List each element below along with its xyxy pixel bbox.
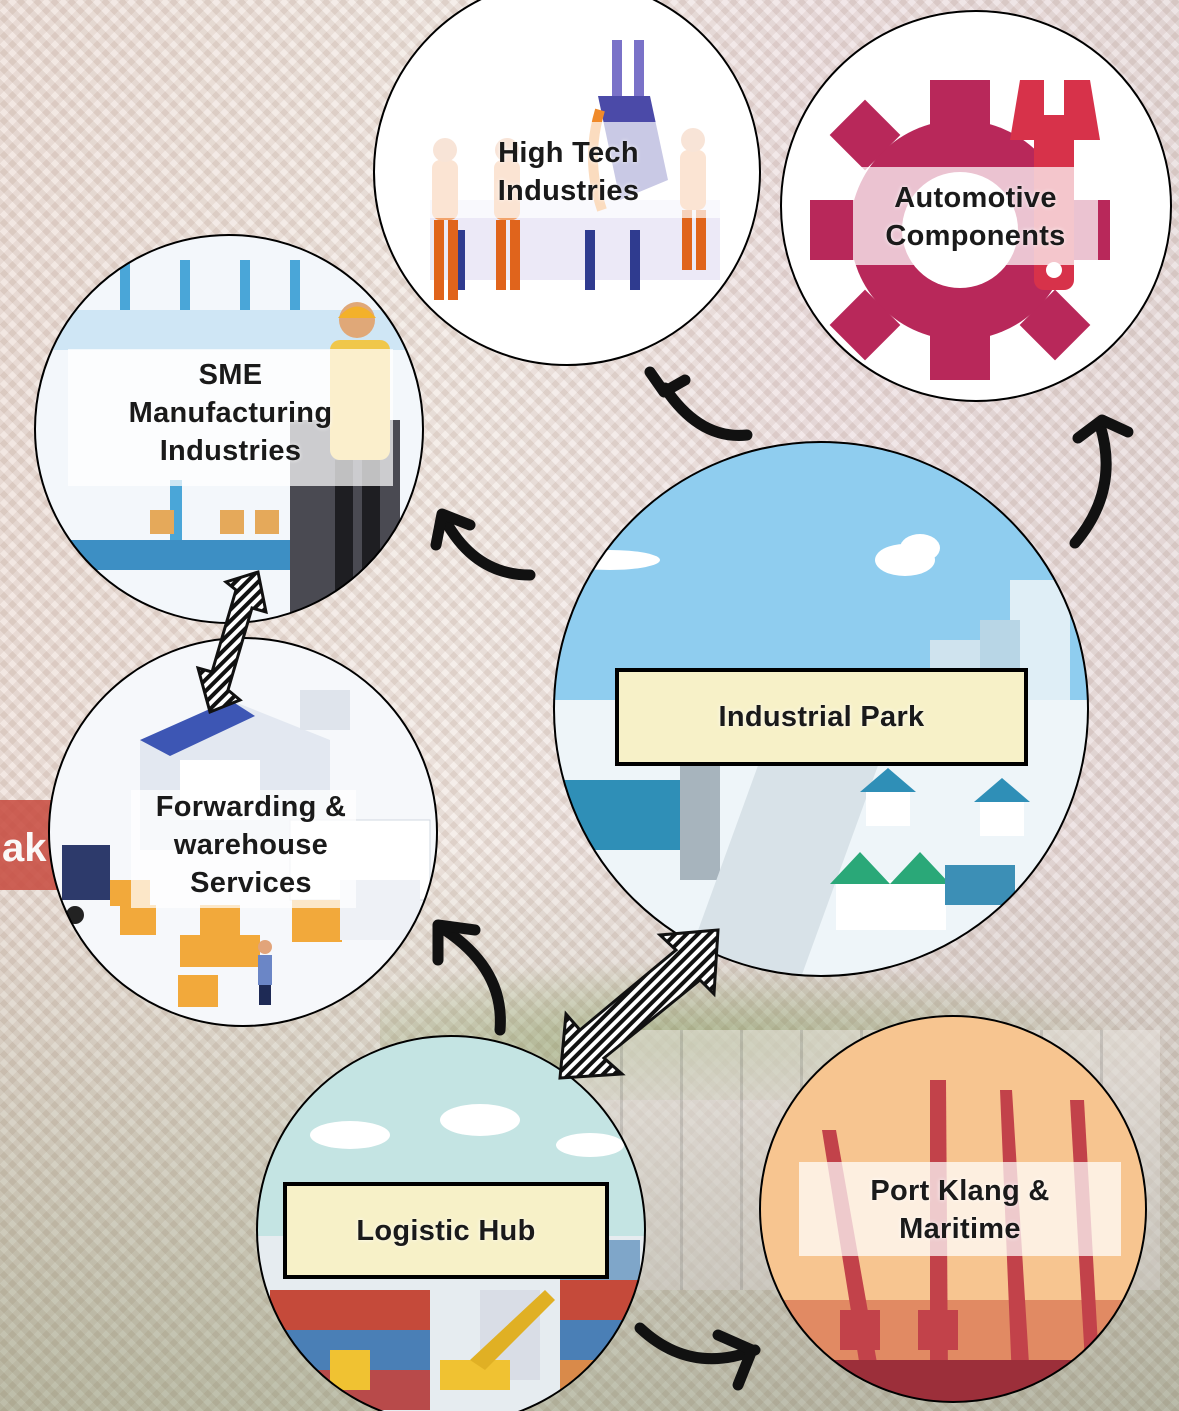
double-arrow-industrial-logistic <box>558 928 720 1080</box>
automotive-node <box>780 10 1172 402</box>
automotive-label: Automotive Components <box>885 182 1066 252</box>
arrow-to-sme <box>439 514 536 581</box>
arrowhead <box>1072 414 1134 444</box>
arrow-to-port <box>634 1322 761 1365</box>
port-klang-node <box>759 1015 1147 1403</box>
sme-node <box>34 234 424 624</box>
forklift-icon <box>330 1290 555 1390</box>
forwarding-node <box>48 637 438 1027</box>
arrowhead <box>644 366 691 398</box>
port-klang-label: Port Klang & Maritime <box>870 1175 1050 1245</box>
arrowhead <box>430 508 476 551</box>
forwarding-label: Forwarding & warehouse Services <box>155 791 347 899</box>
high-tech-label: High Tech Industries <box>497 137 640 207</box>
arrowhead <box>712 1329 758 1391</box>
double-arrow-sme-forwarding <box>195 570 268 715</box>
industrial-park-label: Industrial Park <box>718 701 925 733</box>
cloud-icon <box>310 1104 624 1157</box>
worker-icon <box>258 940 272 1005</box>
high-tech-node <box>373 0 761 366</box>
box-icon <box>120 905 260 1007</box>
house-icon <box>830 852 1015 930</box>
arrow-to-automotive <box>1069 419 1112 549</box>
house-icon <box>860 768 1030 836</box>
arrowhead <box>432 919 481 966</box>
logistic-hub-label: Logistic Hub <box>356 1215 536 1247</box>
sme-label: SME Manufacturing Industries <box>128 359 333 467</box>
arrow-to-forwarding <box>439 924 506 1036</box>
arrow-to-high-tech <box>659 382 753 441</box>
background-sign-text: ak <box>2 826 47 870</box>
